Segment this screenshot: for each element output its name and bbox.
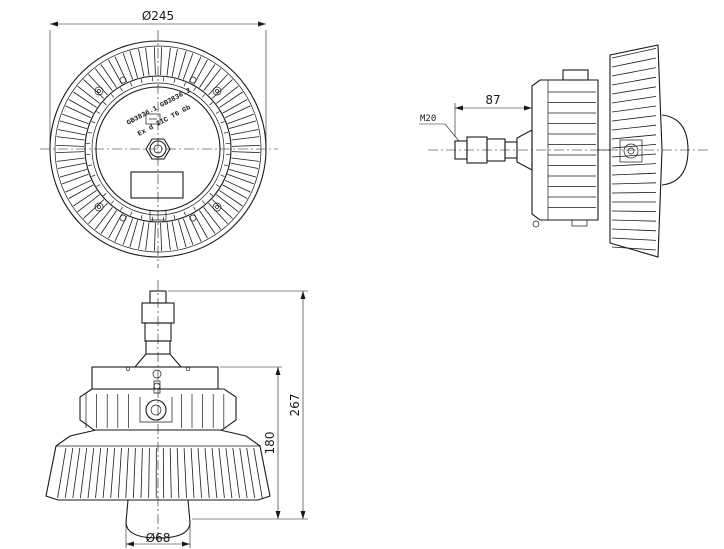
cooling-fins — [56, 47, 260, 251]
thread-label: M20 — [420, 114, 436, 124]
top-diameter-label: Ø245 — [142, 9, 174, 23]
thread-callout: M20 — [419, 114, 460, 142]
lens-diameter-label: Ø68 — [146, 531, 171, 545]
mounting-screws — [94, 76, 222, 222]
housing-ribs — [547, 80, 610, 220]
ex-marking: GB3836.1 GB3836.2 Ex d IIC T6 Gb — [126, 87, 193, 139]
conduit-stub — [454, 129, 533, 171]
dim-side-length: 87 — [454, 93, 533, 137]
reflector — [609, 44, 689, 258]
dim-lens-diameter: Ø68 — [125, 522, 191, 548]
dim-total-height: 267 — [168, 290, 308, 520]
dim-body-height: 180 — [220, 366, 282, 519]
dim-top-diameter: Ø245 — [49, 9, 267, 149]
nameplate — [130, 171, 184, 199]
front-view: 267 180 Ø68 — [45, 280, 308, 548]
side-view: 87 M20 — [419, 44, 710, 258]
svg-text:Ex d IIC T6 Gb: Ex d IIC T6 Gb — [137, 104, 193, 139]
top-view: GB3836.1 GB3836.2 Ex d IIC T6 Gb Ø245 — [40, 9, 278, 268]
total-height-label: 267 — [288, 394, 302, 417]
body-height-label: 180 — [263, 432, 277, 455]
reflector-front — [45, 429, 271, 501]
junction-box — [531, 69, 599, 228]
side-length-label: 87 — [485, 93, 500, 107]
lens — [125, 499, 191, 539]
